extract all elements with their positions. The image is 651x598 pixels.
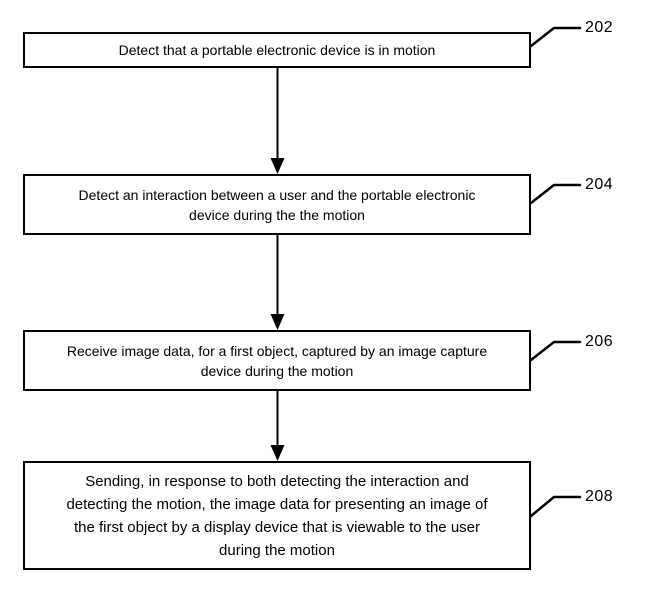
ref-leader-204	[529, 183, 582, 205]
step-box-204: Detect an interaction between a user and…	[23, 174, 531, 235]
ref-leader-208	[529, 495, 582, 518]
flow-arrow-1-head	[270, 158, 285, 174]
ref-leader-206	[529, 340, 582, 362]
step-box-208: Sending, in response to both detecting t…	[23, 461, 531, 570]
ref-label-206: 206	[585, 333, 614, 350]
flow-arrow-3-head	[270, 445, 285, 461]
step-text-208: Sending, in response to both detecting t…	[66, 472, 488, 559]
step-text-204: Detect an interaction between a user and…	[78, 186, 476, 223]
step-text-202: Detect that a portable electronic device…	[118, 42, 436, 58]
ref-leader-202	[529, 26, 582, 48]
ref-label-204: 204	[585, 176, 614, 193]
ref-label-208: 208	[585, 488, 614, 505]
ref-label-202: 202	[585, 19, 614, 36]
step-text-206: Receive image data, for a first object, …	[66, 342, 488, 379]
step-box-206: Receive image data, for a first object, …	[23, 330, 531, 391]
step-box-202: Detect that a portable electronic device…	[23, 32, 531, 68]
flow-arrow-2-head	[270, 314, 285, 330]
